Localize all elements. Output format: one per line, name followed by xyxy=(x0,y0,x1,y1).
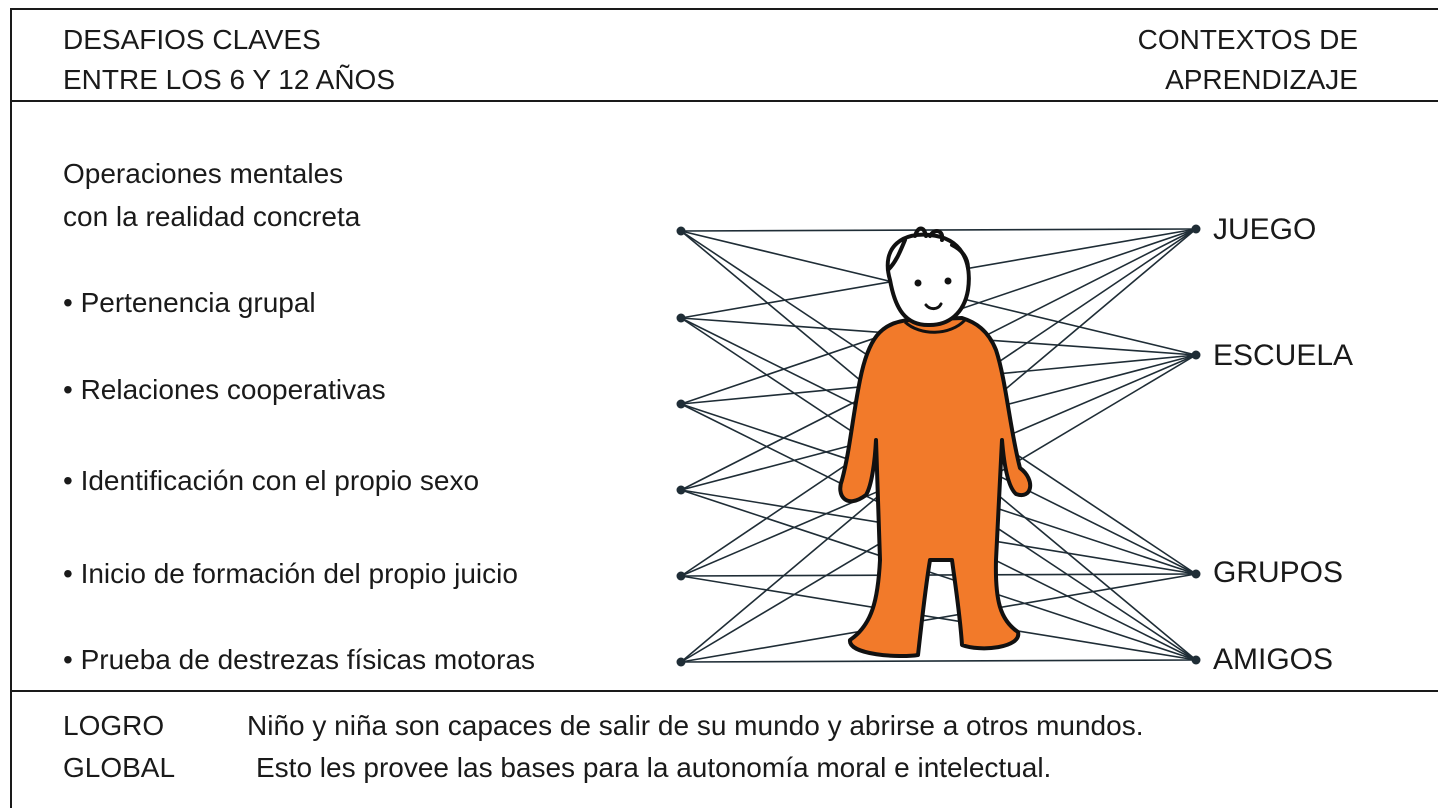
challenge-item: • Relaciones cooperativas xyxy=(63,374,386,405)
connection-node xyxy=(676,657,686,667)
connection-line xyxy=(680,573,1197,577)
header-right-line1: CONTEXTOS DE xyxy=(1137,24,1358,55)
child-collar xyxy=(903,318,967,334)
context-label: ESCUELA xyxy=(1213,339,1354,372)
child-figure-illustration xyxy=(838,226,1032,659)
connection-node xyxy=(676,313,686,323)
challenge-item: • Identificación con el propio sexo xyxy=(63,465,480,496)
connection-line xyxy=(680,573,1197,663)
footer-text-line2: Esto les provee las bases para la autono… xyxy=(256,752,1052,783)
challenge-item: • Inicio de formación del propio juicio xyxy=(63,558,518,589)
connection-node xyxy=(1191,350,1201,360)
header-left-line1: DESAFIOS CLAVES xyxy=(63,24,321,55)
footer-label-line2: GLOBAL xyxy=(63,752,176,783)
connection-line xyxy=(680,659,1197,663)
child-suit xyxy=(838,316,1032,659)
diagram-frame xyxy=(10,8,1438,808)
header-divider xyxy=(10,100,1438,102)
challenges-intro-line1: Operaciones mentales xyxy=(63,158,344,189)
footer-divider xyxy=(10,690,1438,692)
connection-node xyxy=(676,485,686,495)
challenge-item: • Prueba de destrezas físicas motoras xyxy=(63,644,536,675)
context-label: GRUPOS xyxy=(1213,556,1344,589)
header-right-line2: APRENDIZAJE xyxy=(1165,64,1358,95)
context-label: JUEGO xyxy=(1213,213,1317,246)
connection-node xyxy=(676,399,686,409)
footer-label-line1: LOGRO xyxy=(63,710,165,741)
child-smile xyxy=(924,302,943,311)
challenges-intro-line2: con la realidad concreta xyxy=(63,201,361,232)
connection-node xyxy=(676,571,686,581)
connection-node xyxy=(676,226,686,236)
connection-node xyxy=(1191,569,1201,579)
child-eye-left xyxy=(914,279,922,287)
footer-text-line1: Niño y niña son capaces de salir de su m… xyxy=(247,710,1144,741)
header-left-line2: ENTRE LOS 6 Y 12 AÑOS xyxy=(63,64,396,95)
connection-node xyxy=(1191,655,1201,665)
connection-node xyxy=(1191,224,1201,234)
child-hair xyxy=(886,226,970,272)
context-label: AMIGOS xyxy=(1213,643,1334,676)
challenge-item: • Pertenencia grupal xyxy=(63,287,316,318)
child-eye-right xyxy=(944,277,952,285)
